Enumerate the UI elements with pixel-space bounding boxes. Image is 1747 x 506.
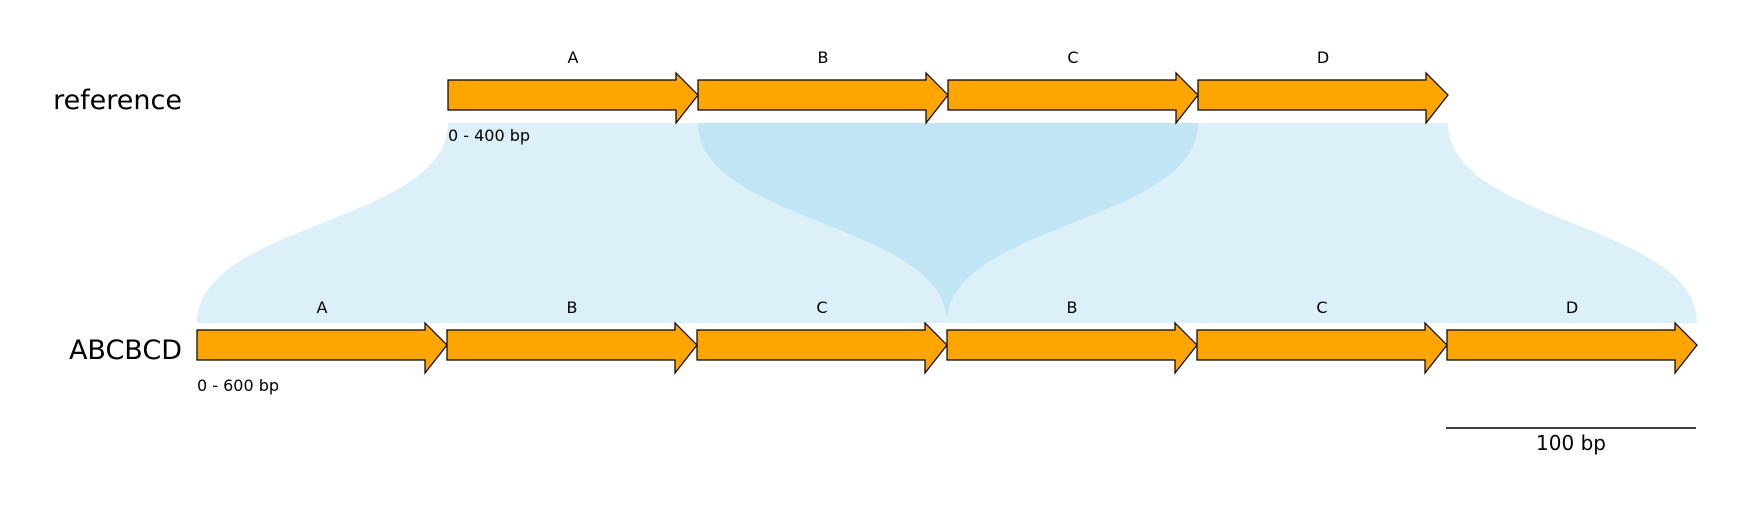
feature-arrow-a (196, 321, 448, 375)
feature-arrow-d (1197, 71, 1449, 125)
feature-arrow-c (1196, 321, 1448, 375)
feature-label: C (816, 298, 827, 317)
feature-label: B (1067, 298, 1078, 317)
synteny-link (698, 123, 1447, 323)
feature-arrow-b (697, 71, 949, 125)
feature-label: D (1317, 48, 1329, 67)
track-name: ABCBCD (69, 335, 182, 366)
feature-arrow-b (946, 321, 1198, 375)
synteny-links (197, 123, 1697, 323)
feature-arrow-a (447, 71, 699, 125)
synteny-link (1198, 123, 1697, 323)
feature-label: C (1316, 298, 1327, 317)
track-range-label: 0 - 400 bp (448, 126, 530, 145)
feature-label: A (317, 298, 328, 317)
feature-label: D (1566, 298, 1578, 317)
scale-bar-label: 100 bp (1536, 431, 1606, 455)
track-name: reference (53, 85, 182, 116)
scale-bar: 100 bp (1446, 427, 1696, 455)
synteny-link (447, 123, 1198, 323)
feature-label: C (1067, 48, 1078, 67)
track-reference: reference 0 - 400 bp A B C D (53, 48, 1449, 145)
feature-label: B (567, 298, 578, 317)
feature-arrow-b (446, 321, 698, 375)
synteny-link (197, 123, 698, 323)
feature-label: A (568, 48, 579, 67)
feature-label: B (818, 48, 829, 67)
feature-arrow-c (696, 321, 948, 375)
feature-arrow-d (1446, 321, 1698, 375)
feature-arrow-c (947, 71, 1199, 125)
track-range-label: 0 - 600 bp (197, 376, 279, 395)
